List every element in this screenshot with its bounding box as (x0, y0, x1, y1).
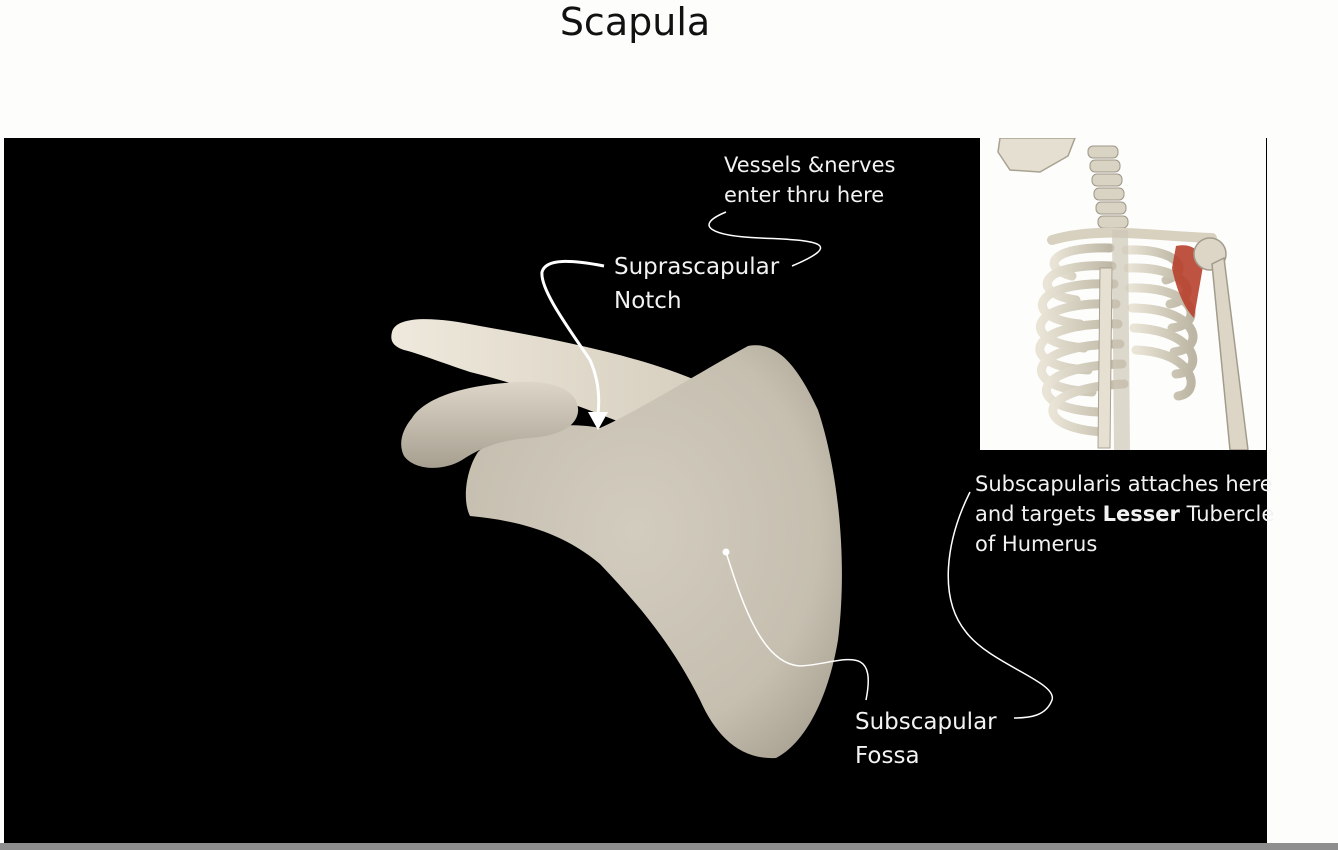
notch-arrow (540, 259, 608, 430)
acromion-shape (391, 319, 700, 430)
scapula-body-shape (465, 345, 842, 759)
coracoid-process-shape (401, 381, 579, 468)
subscapularis-leader-line (947, 491, 1053, 719)
notch-label-line2: Notch (614, 288, 682, 314)
subscapularis-label-line2-post: Tubercle (1179, 502, 1275, 526)
subscapularis-label-line3: of Humerus (975, 532, 1098, 556)
slide-title: Scapula (559, 0, 711, 44)
lesser-emphasis: Lesser (1102, 502, 1180, 526)
fossa-label-line2: Fossa (855, 743, 920, 769)
vessels-label-line2: enter thru here (724, 183, 885, 207)
subscapularis-label-line1: Subscapularis attaches here (975, 472, 1273, 496)
subscapularis-label-line2: and targets Lesser Tubercle (975, 499, 1274, 529)
vessels-leader-line (708, 211, 822, 267)
notch-label-line1: Suprascapular (614, 254, 780, 280)
bottom-border (0, 843, 1338, 850)
skeleton-illustration (997, 138, 1249, 450)
skeleton-inset-image (980, 138, 1266, 450)
fossa-leader-line (722, 548, 869, 701)
fossa-label-line1: Subscapular (855, 709, 997, 735)
vessels-label-line1: Vessels &nerves (724, 153, 896, 177)
subscapularis-label-line2-pre: and targets (975, 502, 1103, 526)
